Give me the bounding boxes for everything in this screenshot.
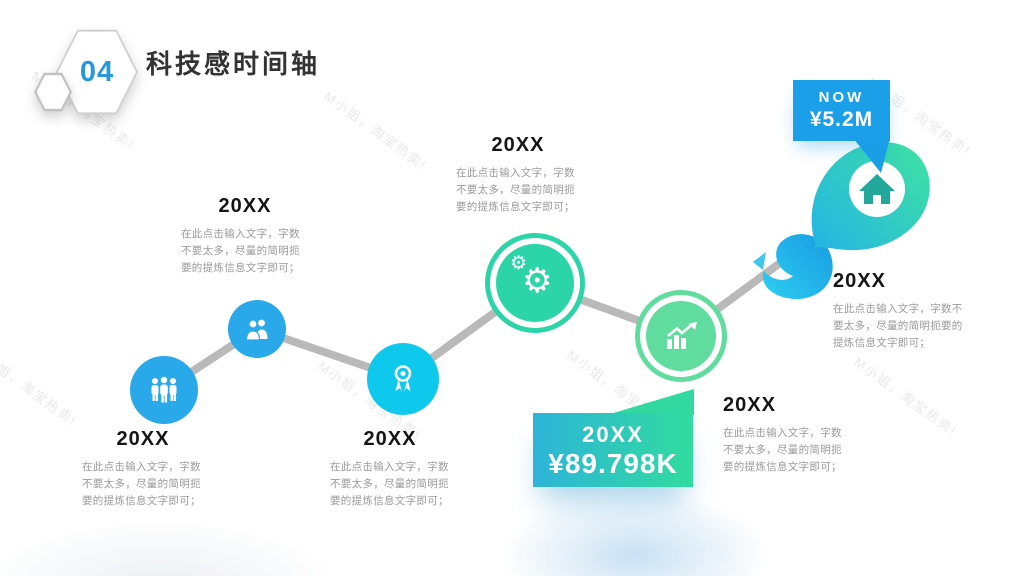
section-number: 04 [79, 55, 115, 88]
event-description: 在此点击输入文字，字数不要太多，尽量的简明扼要的提炼信息文字即可； [723, 427, 842, 473]
event-block-2: 20XX 在此点击输入文字，字数不要太多，尽量的简明扼要的提炼信息文字即可； [181, 195, 309, 276]
now-value: ¥5.2M [809, 108, 874, 131]
event-block-6: 20XX 在此点击输入文字，字数不要太多，尽量的简明扼要的提炼信息文字即可； [833, 270, 965, 351]
now-value-badge: NOW ¥5.2M [793, 80, 890, 141]
two-person-icon [245, 319, 268, 340]
event-description: 在此点击输入文字，字数不要太多，尽量的简明扼要的提炼信息文字即可； [833, 303, 963, 349]
event-description: 在此点击输入文字，字数不要太多，尽量的简明扼要的提炼信息文字即可； [330, 461, 449, 507]
event-year: 20XX [218, 195, 272, 217]
milestone-value: ¥89.798K [548, 448, 678, 479]
node-fill [646, 301, 716, 371]
event-description: 在此点击输入文字，字数不要太多，尽量的简明扼要的提炼信息文字即可； [456, 167, 575, 213]
medal-icon [394, 365, 412, 392]
now-badge-pointer [853, 138, 890, 173]
node-ring: ⚙ ⚙ [490, 238, 580, 328]
event-year: 20XX [363, 428, 417, 450]
event-block-5: 20XX 在此点击输入文字，字数不要太多，尽量的简明扼要的提炼信息文字即可； [723, 394, 851, 475]
decor-hexagon [34, 72, 72, 112]
flame-spark [753, 252, 766, 270]
timeline-node-3 [367, 343, 439, 415]
page-title: 科技感时间轴 [146, 49, 321, 79]
event-year: 20XX [833, 270, 886, 292]
timeline-node-5 [635, 290, 727, 382]
rocket-window [849, 161, 905, 217]
event-description: 在此点击输入文字，字数不要太多，尽量的简明扼要的提炼信息文字即可； [82, 461, 201, 507]
timeline-node-1 [130, 356, 198, 424]
event-year: 20XX [116, 428, 170, 450]
rocket-flame-icon [762, 234, 833, 300]
rocket-icon [811, 142, 930, 251]
now-label: NOW [818, 89, 865, 106]
gear-big-icon: ⚙ [522, 261, 553, 301]
event-year: 20XX [723, 394, 776, 416]
gears-icon: ⚙ ⚙ [496, 244, 574, 322]
timeline-node-2 [228, 300, 286, 358]
milestone-value-badge: 20XX ¥89.798K [533, 413, 693, 487]
rocket-tail [814, 206, 864, 248]
event-year: 20XX [491, 134, 545, 156]
timeline-node-4: ⚙ ⚙ [485, 233, 585, 333]
event-block-3: 20XX 在此点击输入文字，字数不要太多，尽量的简明扼要的提炼信息文字即可； [330, 428, 450, 509]
node-ring [640, 295, 722, 377]
growth-chart-icon [667, 322, 697, 349]
watermark: M小姐，淘宝热卖! [0, 344, 81, 430]
watermark: M小姐，淘宝热卖! [321, 88, 431, 174]
milestone-year: 20XX [582, 422, 644, 447]
event-description: 在此点击输入文字，字数不要太多，尽量的简明扼要的提炼信息文字即可； [181, 228, 300, 274]
event-block-1: 20XX 在此点击输入文字，字数不要太多，尽量的简明扼要的提炼信息文字即可； [82, 428, 204, 509]
section-number-hexagon: 04 [56, 28, 138, 116]
home-icon [859, 174, 895, 204]
people-group-icon [151, 376, 177, 403]
watermark: M小姐，淘宝热卖! [851, 354, 961, 440]
event-block-4: 20XX 在此点击输入文字，字数不要太多，尽量的简明扼要的提炼信息文字即可； [456, 134, 580, 215]
node-fill: ⚙ ⚙ [496, 244, 574, 322]
